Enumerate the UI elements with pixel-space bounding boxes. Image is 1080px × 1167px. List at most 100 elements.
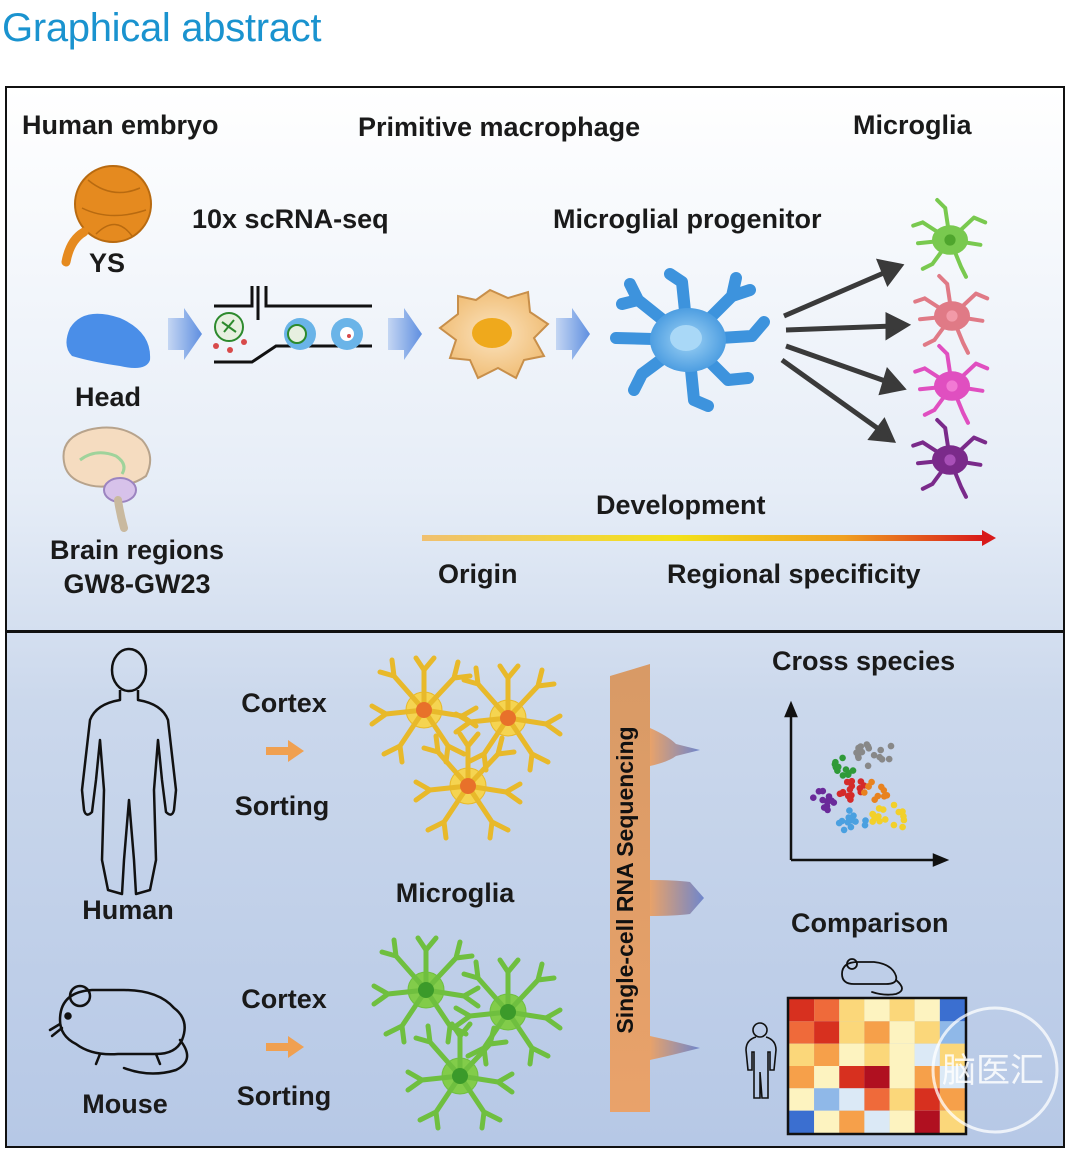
- heatmap-cell: [814, 1110, 840, 1133]
- heatmap-cell: [939, 1110, 965, 1133]
- comparison-heatmap: [789, 999, 965, 1133]
- scatter-dot: [882, 816, 889, 823]
- heatmap-cell: [939, 1043, 965, 1066]
- scatter-dot: [878, 783, 885, 791]
- microglial-progenitor-icon: [610, 268, 770, 412]
- scatter-dot: [890, 801, 898, 809]
- heatmap-cell: [889, 1110, 915, 1133]
- heatmap-cell: [839, 1043, 865, 1066]
- microglia-bottom-label: Microglia: [395, 878, 515, 908]
- heatmap-cell: [839, 1088, 865, 1111]
- scatter-dot: [861, 821, 869, 829]
- scatter-dot: [870, 751, 878, 759]
- scatter-dot: [839, 788, 847, 796]
- heatmap-cell: [814, 1088, 840, 1111]
- heatmap-cell: [889, 1021, 915, 1044]
- scatter-dot: [878, 756, 886, 763]
- scatter-dot: [810, 794, 817, 801]
- mouse-microglia-cell-3-icon: [408, 1024, 512, 1128]
- heatmap-cell: [889, 999, 915, 1022]
- chevron-arrow-3-icon: [556, 308, 590, 360]
- heatmap-cell: [839, 1021, 865, 1044]
- microglial-progenitor-label: Microglial progenitor: [553, 204, 822, 234]
- scatter-dot: [869, 810, 876, 818]
- scatter-dot: [815, 788, 823, 795]
- heatmap-cell: [839, 1066, 865, 1089]
- scatter-dot: [835, 763, 842, 771]
- heatmap-cell: [864, 999, 890, 1022]
- scatter-dot: [823, 802, 831, 810]
- scatter-dot: [890, 821, 898, 829]
- mouse-cortex-label: Cortex: [241, 984, 327, 1014]
- human-sorting-label: Sorting: [234, 791, 330, 821]
- heatmap-cell: [789, 999, 815, 1022]
- microfluidic-chip-icon: [213, 286, 372, 364]
- brain-icon: [62, 426, 152, 532]
- origin-label: Origin: [438, 559, 518, 589]
- heatmap-cell: [939, 1088, 965, 1111]
- development-arrow: [422, 530, 996, 546]
- mouse-microglia-cell-2-icon: [456, 960, 560, 1064]
- scatter-dot: [846, 807, 853, 814]
- scatter-dot: [861, 789, 868, 796]
- mouse-label: Mouse: [82, 1089, 168, 1119]
- scatter-dot: [899, 823, 906, 831]
- scatter-dot: [871, 796, 878, 803]
- human-embryo-label: Human embryo: [22, 110, 219, 140]
- cross-species-scatter-axes: [784, 700, 950, 867]
- scrna-seq-label: 10x scRNA-seq: [192, 204, 389, 234]
- head-icon: [66, 313, 151, 368]
- mouse-microglia-cell-1-icon: [374, 938, 478, 1042]
- heatmap-cell: [864, 1066, 890, 1089]
- heatmap-cell: [864, 1110, 890, 1133]
- heatmap-cell: [814, 1066, 840, 1089]
- scatter-dot: [885, 755, 893, 763]
- graphical-abstract-title: Graphical abstract: [2, 6, 322, 50]
- scatter-dot: [887, 742, 895, 750]
- heatmap-border: [786, 996, 968, 1136]
- heatmap-cell: [914, 1088, 940, 1111]
- sequencing-label: Single-cell RNA Sequencing: [612, 726, 638, 1034]
- mouse-small-icon: [841, 958, 903, 996]
- heatmap-cell: [839, 999, 865, 1022]
- microglia-pink-icon: [915, 276, 987, 353]
- scatter-dot: [852, 818, 859, 825]
- heatmap-cell: [789, 1043, 815, 1066]
- regional-specificity-label: Regional specificity: [667, 559, 921, 589]
- human-microglia-cell-3-icon: [416, 734, 520, 838]
- cross-species-label: Cross species: [772, 646, 956, 676]
- scatter-dot: [865, 783, 872, 790]
- mouse-silhouette-icon: [48, 984, 189, 1075]
- scatter-dot: [835, 819, 843, 827]
- yolk-sac-icon: [61, 165, 152, 267]
- primitive-macrophage-icon: [438, 288, 550, 380]
- microglia-magenta-icon: [915, 346, 987, 423]
- microglia-purple-icon: [913, 420, 985, 497]
- human-microglia-cell-2-icon: [456, 666, 560, 770]
- scatter-dot: [844, 819, 852, 826]
- scatter-dot: [844, 792, 852, 800]
- scatter-dot: [877, 746, 884, 754]
- scatter-dot: [840, 826, 848, 834]
- microglia-top-label: Microglia: [853, 110, 972, 140]
- human-sorting-arrow-icon: [266, 740, 304, 762]
- scatter-dot: [819, 796, 826, 804]
- human-silhouette-icon: [80, 647, 178, 896]
- scatter-dot: [839, 772, 847, 779]
- primitive-macrophage-label: Primitive macrophage: [358, 112, 641, 142]
- heatmap-cell: [864, 1088, 890, 1111]
- heatmap-cell: [814, 1043, 840, 1066]
- heatmap-cell: [789, 1021, 815, 1044]
- human-microglia-cell-1-icon: [372, 658, 476, 762]
- heatmap-cell: [939, 999, 965, 1022]
- scatter-dot: [875, 805, 883, 812]
- watermark-text: 脑医汇: [942, 1051, 1044, 1091]
- human-cortex-label: Cortex: [241, 688, 327, 718]
- heatmap-cell: [939, 1021, 965, 1044]
- scatter-dot: [847, 823, 855, 831]
- mouse-sorting-label: Sorting: [236, 1081, 332, 1111]
- heatmap-cell: [939, 1066, 965, 1089]
- microglia-green-icon: [913, 200, 985, 277]
- heatmap-cell: [914, 1110, 940, 1133]
